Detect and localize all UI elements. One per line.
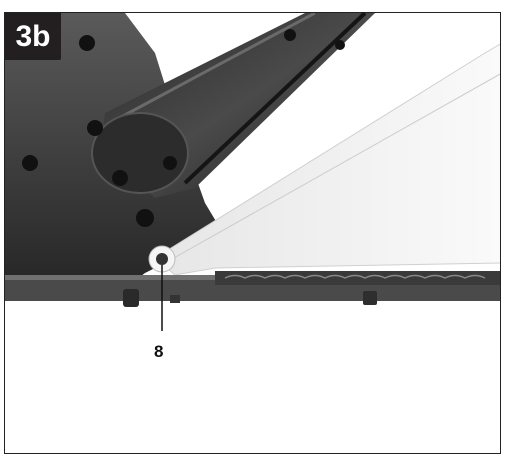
figure-frame: 3b 8 (4, 12, 501, 454)
product-photo (5, 13, 500, 453)
figure-badge: 3b (5, 13, 61, 60)
callout-label-8: 8 (154, 342, 164, 361)
